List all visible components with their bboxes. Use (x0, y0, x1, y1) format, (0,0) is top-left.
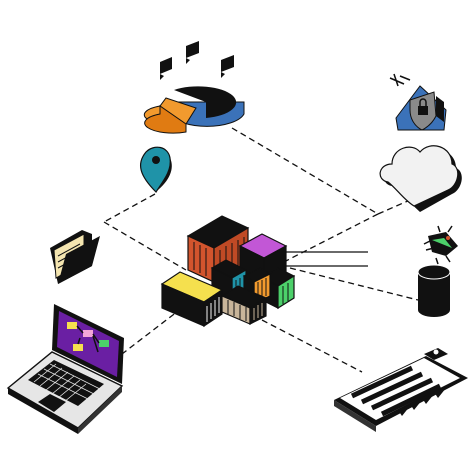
connector-pie-chart (231, 127, 379, 215)
connector-location (103, 193, 156, 223)
connector-cloud-to-containers (271, 213, 379, 269)
connector-laptop (121, 307, 183, 355)
cloud-icon (379, 145, 462, 212)
database-icon (417, 264, 451, 317)
laptop-icon (6, 304, 124, 434)
connector-database (289, 267, 419, 301)
screen-flowchart-icon (67, 322, 109, 353)
location-pin-icon (139, 146, 172, 193)
pie-chart-icon (143, 41, 245, 134)
container-tan (220, 285, 268, 325)
connector-cloud (377, 199, 411, 215)
container-yellow (160, 271, 224, 328)
connector-folder (103, 221, 187, 271)
comment-bubbles-icon (160, 41, 234, 80)
connector-lines (103, 127, 419, 373)
clipboard-checklist-icon (334, 348, 468, 432)
check-marks-icon (398, 387, 446, 416)
house-shield-icon (389, 73, 447, 131)
folder-icon (50, 230, 100, 284)
shipping-containers-icon (160, 215, 296, 328)
connector-checklist (261, 319, 363, 373)
bug-icon (423, 225, 458, 265)
